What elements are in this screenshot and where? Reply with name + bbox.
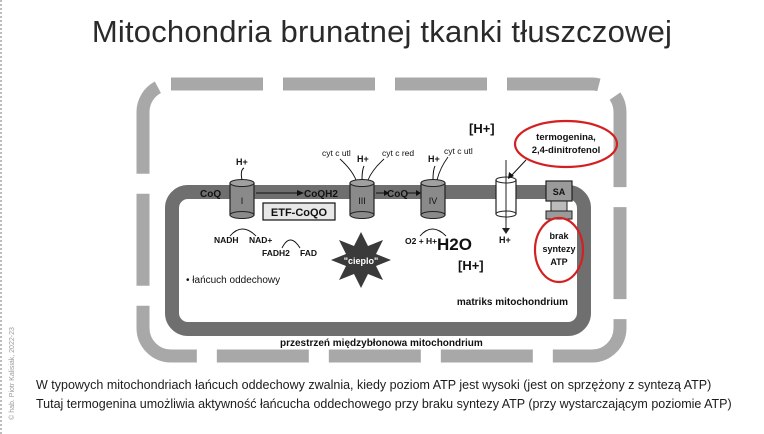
h-plus-2: H+ xyxy=(357,154,369,164)
fadh2: FADH2 xyxy=(262,248,290,258)
termogenina-highlight xyxy=(513,119,619,169)
annotation-line-2: 2,4-dinitrofenol xyxy=(532,145,601,156)
h2o: H2O xyxy=(437,235,472,254)
caption-line-1: W typowych mitochondriach łańcuch oddech… xyxy=(36,378,712,392)
lancuch-label: • łańcuch oddechowy xyxy=(186,275,280,286)
complex-IV: IV xyxy=(420,179,446,219)
nadh: NADH xyxy=(214,235,239,245)
complex-I: I xyxy=(229,179,255,219)
caption-line-2: Tutaj termogenina umożliwia aktywność ła… xyxy=(36,397,732,411)
sa-label: SA xyxy=(553,187,566,197)
coq-right: CoQ xyxy=(387,189,408,200)
cieplo-label: "cieplo" xyxy=(344,256,379,266)
fad: FAD xyxy=(300,248,317,258)
annotation-line-1: termogenina, xyxy=(536,132,596,143)
cyt-c-red: cyt c red xyxy=(382,148,414,158)
complex-IV-label: IV xyxy=(429,196,438,206)
inner-membrane xyxy=(165,185,591,336)
cyt-c-utl-1: cyt c utl xyxy=(322,148,351,158)
nad-plus: NAD+ xyxy=(249,235,272,245)
h-plus-channel: H+ xyxy=(499,235,511,245)
brak-line-3: ATP xyxy=(550,257,567,267)
intermembrane-label: przestrzeń międzybłonowa mitochondrium xyxy=(280,338,483,349)
complex-III-label: III xyxy=(358,196,366,206)
brak-syntezy-highlight xyxy=(533,216,585,284)
matrix-label: matriks mitochondrium xyxy=(457,297,568,308)
complex-III: III xyxy=(349,179,375,219)
slide-title: Mitochondria brunatnej tkanki tłuszczowe… xyxy=(91,14,673,49)
atp-synthase: SA xyxy=(545,180,573,220)
o2-h: O2 + H+ xyxy=(405,236,437,246)
brak-line-1: brak xyxy=(549,231,569,241)
cyt-c-utl-2: cyt c utl xyxy=(444,146,473,156)
heat-star xyxy=(331,232,391,288)
thermogenin-channel xyxy=(495,160,517,234)
outer-membrane xyxy=(136,77,627,363)
left-border-dots xyxy=(0,0,6,434)
h-plus-matrix: [H+] xyxy=(458,258,484,273)
coq-left: CoQ xyxy=(200,189,221,200)
complex-I-label: I xyxy=(241,196,244,206)
h-plus-3: H+ xyxy=(428,154,440,164)
etf-coqo-box xyxy=(262,202,336,221)
coqh2: CoQH2 xyxy=(304,189,338,200)
h-plus-1: H+ xyxy=(236,157,248,167)
h-plus-top-right: [H+] xyxy=(469,121,495,136)
etf-coqo-label: ETF-CoQO xyxy=(271,207,328,219)
brak-line-2: syntezy xyxy=(542,244,575,254)
